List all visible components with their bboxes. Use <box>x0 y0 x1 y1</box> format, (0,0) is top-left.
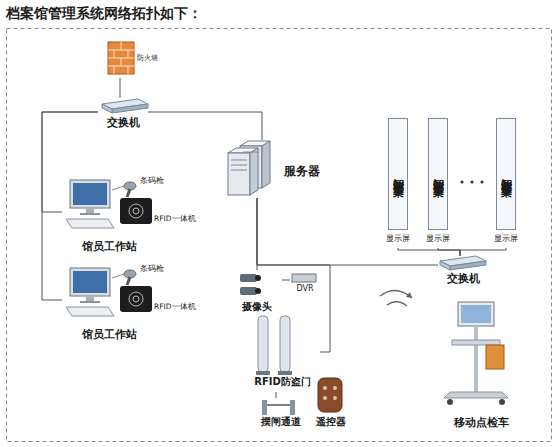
smart-shelf: 智能密集架显示屏 <box>424 118 452 248</box>
wireless-arrow <box>406 292 412 298</box>
part-label: 条码枪 <box>140 264 164 274</box>
node-label: 交换机 <box>438 272 488 285</box>
ellipsis-dot <box>470 180 473 183</box>
turnstile: 摆闸通道 <box>250 398 312 432</box>
node-label: 移动点检车 <box>440 416 522 429</box>
node-label: 馆员工作站 <box>62 240 157 253</box>
node-label: 馆员工作站 <box>62 328 157 341</box>
server-side <box>250 148 258 195</box>
node-label: 摆闸通道 <box>250 416 312 428</box>
turnstile-post <box>290 400 295 415</box>
dvr-box-icon <box>292 274 316 282</box>
connector-line <box>276 392 277 398</box>
smart-shelf: 智能密集架显示屏 <box>384 118 412 248</box>
cart-pole <box>474 326 478 392</box>
node-label: 服务器 <box>284 164 322 178</box>
cart-wheel <box>447 399 453 405</box>
connector-line <box>148 112 262 140</box>
connector-line <box>460 248 506 256</box>
part-label: 条码枪 <box>140 176 164 186</box>
node-label: 显示屏 <box>492 234 520 244</box>
gate-base <box>278 371 292 375</box>
remote-button <box>333 396 337 400</box>
wireless-arc <box>380 290 412 298</box>
server-icon: 服务器 <box>222 140 322 198</box>
shelf-label: 智能密集架 <box>428 118 448 230</box>
connector-line <box>42 112 98 212</box>
switch-top <box>102 99 148 109</box>
gate-panel <box>258 316 268 372</box>
server-top <box>228 148 258 153</box>
switch-front <box>112 104 148 113</box>
server-side <box>262 141 270 188</box>
connector-line <box>282 280 290 281</box>
remote-body <box>318 378 342 412</box>
remote-button <box>323 386 327 390</box>
cart-wheel <box>499 399 505 405</box>
switch-top <box>440 256 486 266</box>
switch-side <box>440 261 450 270</box>
wireless-arc <box>387 302 407 306</box>
connector-line <box>257 198 330 352</box>
connector-line <box>398 248 460 256</box>
server-top <box>240 141 270 146</box>
network-switch: 交换机 <box>438 256 488 290</box>
cart-box <box>486 345 504 369</box>
dvr-box: DVR <box>290 270 320 300</box>
node-label: 交换机 <box>98 116 148 129</box>
connector-line <box>120 78 121 98</box>
connector-line <box>257 198 438 265</box>
switch-side <box>102 104 112 113</box>
camera-body <box>240 274 257 282</box>
node-label: 显示屏 <box>384 234 412 244</box>
cart-tray <box>452 340 500 345</box>
connector-line <box>438 248 460 256</box>
connector-line <box>42 112 98 300</box>
firewall-bricks <box>108 42 134 74</box>
server-slots <box>231 152 259 170</box>
smart-shelf: 智能密集架显示屏 <box>492 118 520 248</box>
rfid-gate: RFID防盗门 <box>245 312 320 392</box>
turnstile-bar <box>267 404 290 406</box>
part-label: RFID一体机 <box>154 214 196 224</box>
gate-panel <box>280 316 290 372</box>
ellipsis-dot <box>480 180 483 183</box>
node-label: DVR <box>290 284 320 294</box>
camera-lens <box>255 288 261 294</box>
node-label: 防火墙 <box>137 54 175 62</box>
mobile-cart: 移动点检车 <box>440 298 522 434</box>
camera-lens <box>255 275 261 281</box>
connector-line <box>257 198 258 270</box>
turnstile-post <box>262 400 267 415</box>
network-switch: 交换机 <box>98 98 148 132</box>
firewall-wall <box>108 42 134 74</box>
server-tower <box>240 146 262 188</box>
node-label: 显示屏 <box>424 234 452 244</box>
remote-button <box>333 386 337 390</box>
switch-front <box>450 261 486 270</box>
camera-icon: 摄像头 <box>232 270 282 316</box>
node-label: RFID防盗门 <box>245 376 320 388</box>
diagram-title: 档案馆管理系统网络拓扑如下： <box>6 5 202 23</box>
ellipsis-dot <box>460 180 463 183</box>
node-label: 摄像头 <box>232 301 282 313</box>
gate-base <box>256 371 270 375</box>
remote-control: 遥控器 <box>308 376 354 432</box>
part-label: RFID一体机 <box>154 302 196 312</box>
dashed-frame <box>7 29 552 442</box>
shelf-label: 智能密集架 <box>496 118 516 230</box>
node-label: 遥控器 <box>308 416 354 428</box>
firewall-icon: 防火墙 <box>105 40 175 78</box>
workstation-icon <box>66 268 152 316</box>
cart-screen <box>461 305 491 323</box>
camera-body <box>240 287 257 295</box>
shelf-label: 智能密集架 <box>388 118 408 230</box>
server-tower <box>228 153 250 195</box>
cart-monitor <box>458 302 494 326</box>
workstation-icon <box>66 180 152 228</box>
cart-base <box>444 392 508 398</box>
remote-button <box>323 396 327 400</box>
